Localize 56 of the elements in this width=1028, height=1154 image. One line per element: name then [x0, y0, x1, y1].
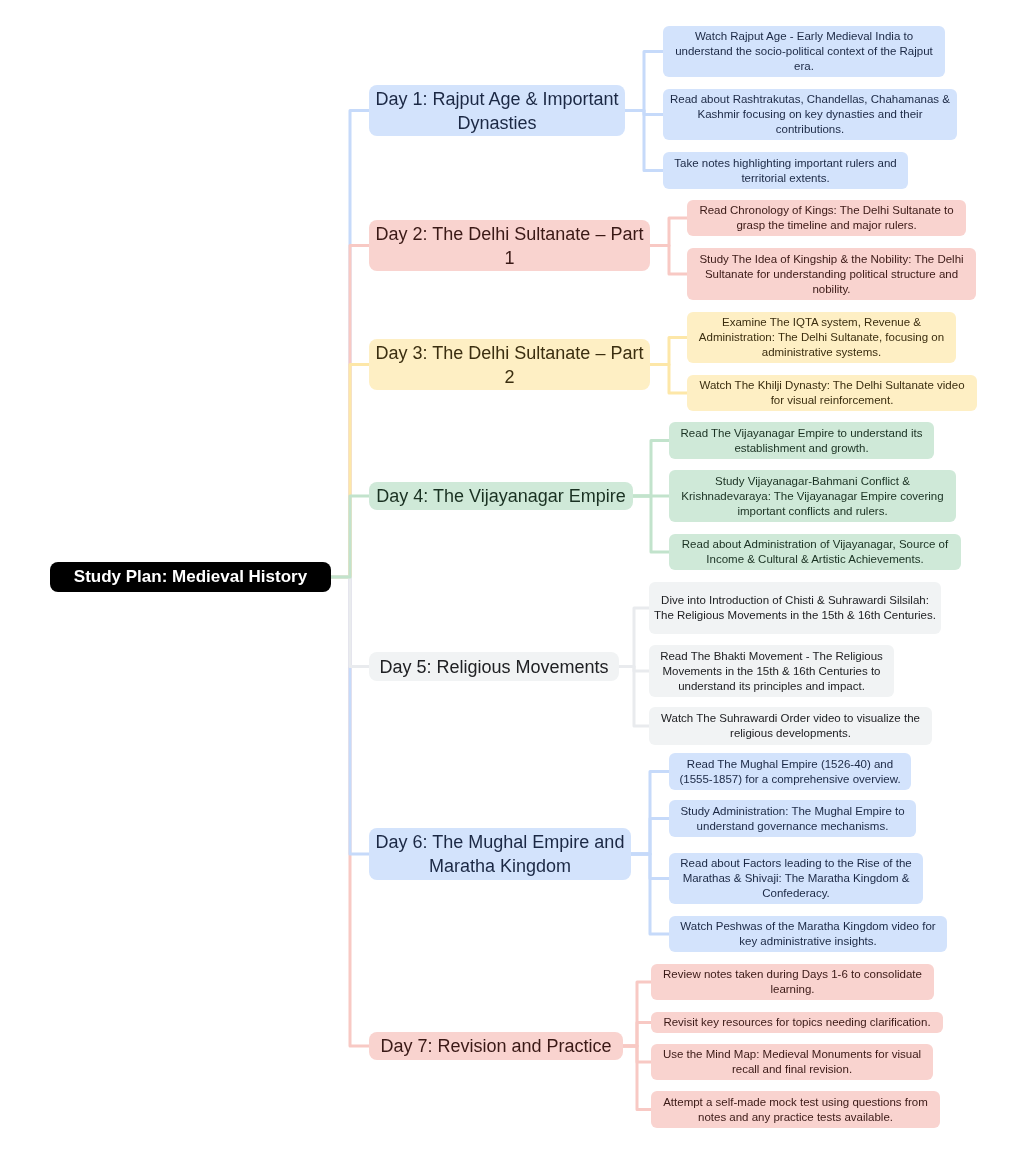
topic-title: Day 3: The Delhi Sultanate – Part 2: [374, 341, 645, 389]
subtopic-box: [687, 200, 966, 236]
subtopic-box: [669, 753, 911, 790]
connector-line: [650, 216, 687, 247]
topic-title: Day 7: Revision and Practice: [380, 1035, 612, 1058]
subtopic-box: [669, 422, 934, 459]
subtopic-text: Review notes taken during Days 1-6 to consolidate learning.: [662, 967, 923, 997]
subtopic-text: Read about Rashtrakutas, Chandellas, Chahamanas & Kashmir focusing on key dynasties and their contributions.: [669, 92, 951, 137]
topic-box: [369, 1032, 623, 1060]
connector-line: [631, 852, 669, 880]
subtopic-text: Read Chronology of Kings: The Delhi Sultanate to grasp the timeline and major rulers.: [698, 203, 955, 233]
subtopic-text: Watch Rajput Age - Early Medieval India to understand the socio-political context of the Rajput era.: [674, 29, 934, 74]
subtopic-text: Study Vijayanagar-Bahmani Conflict & Krishnadevaraya: The Vijayanagar Empire covering important conflicts and rulers.: [680, 473, 945, 519]
subtopic-box: [663, 26, 945, 77]
subtopic-box: [669, 470, 956, 522]
subtopic-box: [651, 964, 934, 1000]
subtopic-text: Read about Administration of Vijayanagar, Source of Income & Cultural & Artistic Achievements.: [680, 537, 950, 567]
topic-title: Day 2: The Delhi Sultanate – Part 1: [374, 222, 645, 270]
central-topic-text: Study Plan: Medieval History: [73, 566, 308, 588]
subtopic-box: [669, 853, 923, 904]
subtopic-text: Attempt a self-made mock test using questions from notes and any practice tests available.: [662, 1094, 929, 1125]
subtopic-text: Examine The IQTA system, Revenue & Administration: The Delhi Sultanate, focusing on administrative systems.: [697, 315, 946, 360]
topic-title: Day 6: The Mughal Empire and Maratha Kingdom: [374, 831, 626, 878]
subtopic-text: Watch Peshwas of the Maratha Kingdom video for key administrative insights.: [679, 919, 937, 949]
subtopic-text: Read The Bhakti Movement - The Religious Movements in the 15th & 16th Centuries to understand its principles and impact.: [659, 648, 884, 694]
connector-line: [650, 336, 687, 366]
subtopic-box: [687, 312, 956, 363]
subtopic-box: [687, 248, 976, 300]
subtopic-text: Dive into Introduction of Chisti & Suhrawardi Silsilah: The Religious Movements in the 15th & 16th Centuries.: [654, 593, 936, 623]
connector-line: [625, 109, 663, 116]
subtopic-box: [651, 1012, 943, 1033]
connector-line: [633, 494, 669, 498]
subtopic-box: [669, 916, 947, 952]
subtopic-box: [687, 375, 977, 411]
subtopic-text: Read The Vijayanagar Empire to understand its establishment and growth.: [679, 425, 924, 456]
topic-title: Day 4: The Vijayanagar Empire: [376, 485, 626, 508]
subtopic-box: [669, 800, 916, 837]
topic-title: Day 5: Religious Movements: [379, 655, 609, 679]
topic-title: Day 1: Rajput Age & Important Dynasties: [374, 87, 620, 135]
subtopic-text: Read The Mughal Empire (1526-40) and (1555-1857) for a comprehensive overview.: [678, 756, 902, 787]
subtopic-text: Use the Mind Map: Medieval Monuments for visual recall and final revision.: [661, 1047, 923, 1077]
subtopic-text: Take notes highlighting important rulers and territorial extents.: [673, 155, 898, 186]
subtopic-box: [651, 1091, 940, 1128]
central-topic-box: [50, 562, 331, 592]
subtopic-text: Read about Factors leading to the Rise of the Marathas & Shivaji: The Maratha Kingdom & Confederacy.: [679, 856, 913, 901]
subtopic-box: [663, 89, 957, 140]
subtopic-box: [651, 1044, 933, 1080]
connector-line: [331, 494, 369, 579]
topic-box: [369, 482, 633, 510]
subtopic-box: [663, 152, 908, 189]
subtopic-box: [669, 534, 961, 570]
subtopic-text: Study The Idea of Kingship & the Nobility: The Delhi Sultanate for understanding political structure and nobility.: [698, 251, 965, 297]
subtopic-text: Watch The Suhrawardi Order video to visualize the religious developments.: [660, 711, 921, 741]
subtopic-text: Revisit key resources for topics needing clarification.: [663, 1015, 931, 1030]
subtopic-text: Study Administration: The Mughal Empire to understand governance mechanisms.: [679, 803, 906, 834]
subtopic-text: Watch The Khilji Dynasty: The Delhi Sultanate video for visual reinforcement.: [698, 378, 966, 408]
